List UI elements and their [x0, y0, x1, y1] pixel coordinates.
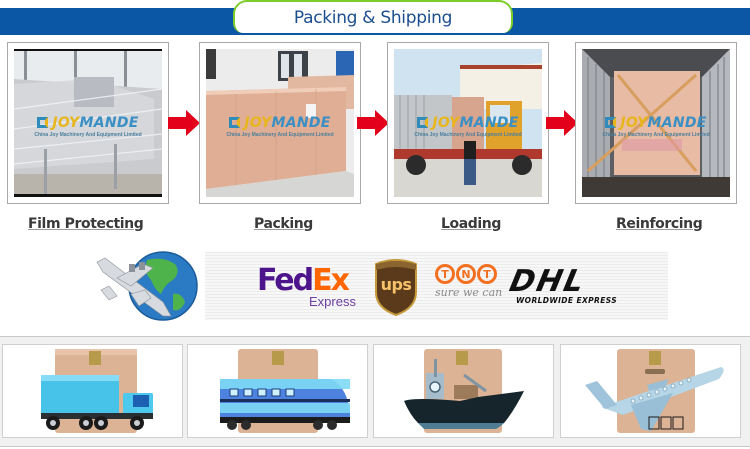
step-label-film-protecting: Film Protecting: [28, 216, 144, 232]
watermark-logo: JOYMANDE China Joy Machinery And Equipme…: [602, 115, 710, 138]
step-label-loading: Loading: [441, 216, 501, 232]
reinforcing-photo: JOYMANDE China Joy Machinery And Equipme…: [582, 49, 730, 197]
step-label-packing: Packing: [254, 216, 313, 232]
ship-icon: [404, 349, 524, 433]
watermark-logo: JOYMANDE China Joy Machinery And Equipme…: [414, 115, 522, 138]
joymande-logo-icon: [605, 117, 617, 128]
dhl-logo: DHL WORLDWIDE EXPRESS: [506, 264, 618, 305]
transport-card-train: [187, 344, 368, 438]
fedex-logo: FedEx Express: [257, 263, 356, 309]
ups-logo: ups: [373, 258, 419, 317]
courier-logos-strip: [205, 252, 668, 320]
step-photo-reinforcing: JOYMANDE China Joy Machinery And Equipme…: [575, 42, 737, 204]
arrow-right-icon: [546, 110, 578, 136]
transport-card-truck: [2, 344, 183, 438]
page-title: Packing & Shipping: [293, 7, 453, 28]
step-photo-loading: JOYMANDE China Joy Machinery And Equipme…: [387, 42, 549, 204]
step-label-reinforcing: Reinforcing: [616, 216, 703, 232]
step-photo-film-protecting: JOYMANDE China Joy Machinery And Equipme…: [7, 42, 169, 204]
loading-photo: JOYMANDE China Joy Machinery And Equipme…: [394, 49, 542, 197]
film-protecting-photo: JOYMANDE China Joy Machinery And Equipme…: [14, 49, 162, 197]
arrow-right-icon: [168, 110, 200, 136]
joymande-logo-icon: [37, 117, 49, 128]
watermark-logo: JOYMANDE China Joy Machinery And Equipme…: [34, 115, 142, 138]
transport-card-airplane: [560, 344, 741, 438]
packing-photo: JOYMANDE China Joy Machinery And Equipme…: [206, 49, 354, 197]
tnt-logo: T N T sure we can: [435, 264, 502, 299]
globe-airplane-icon: [95, 250, 200, 322]
watermark-logo: JOYMANDE China Joy Machinery And Equipme…: [226, 115, 334, 138]
step-photo-packing: JOYMANDE China Joy Machinery And Equipme…: [199, 42, 361, 204]
joymande-logo-icon: [229, 117, 241, 128]
airplane-icon: [585, 349, 724, 433]
joymande-logo-icon: [417, 117, 429, 128]
truck-icon: [41, 349, 153, 433]
arrow-right-icon: [357, 110, 389, 136]
header-title-pill: Packing & Shipping: [233, 0, 513, 33]
train-icon: [220, 349, 350, 433]
transport-card-ship: [373, 344, 554, 438]
